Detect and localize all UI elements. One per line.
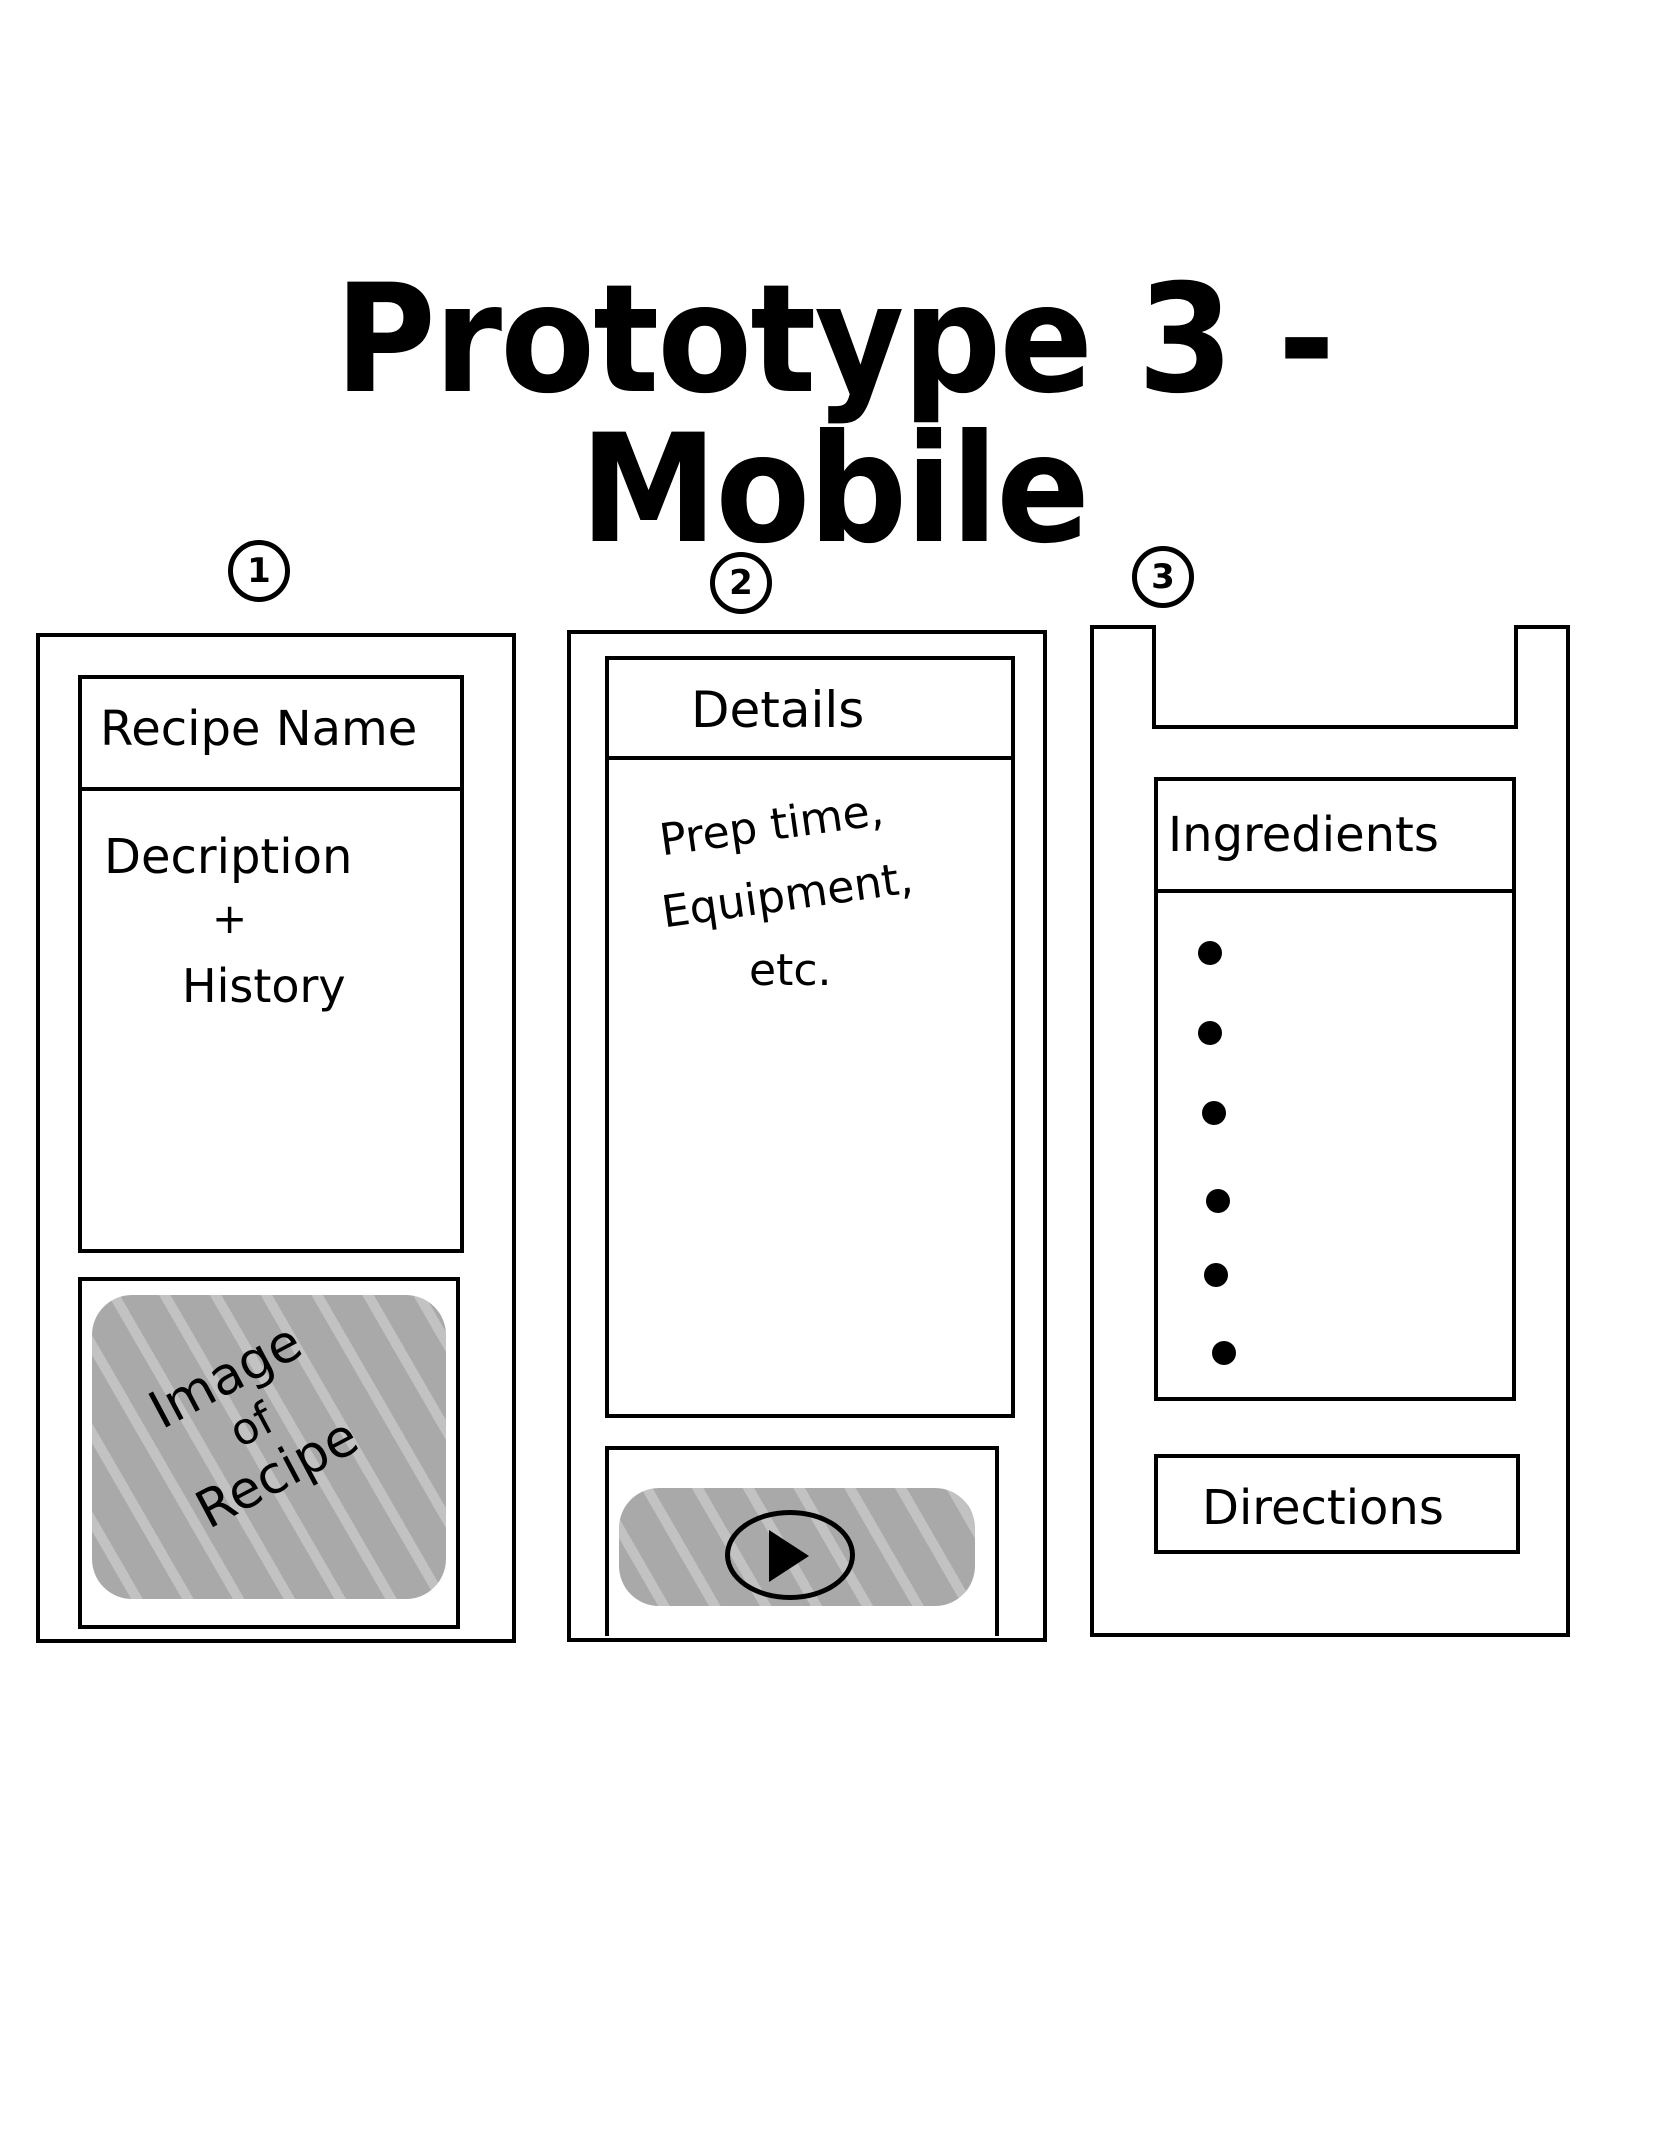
directions-button[interactable]: Directions: [1154, 1454, 1520, 1554]
etc-text: etc.: [749, 945, 832, 996]
recipe-card: Recipe Name Decription + History: [78, 675, 464, 1253]
description-text: Decription: [104, 829, 353, 885]
ingredient-bullet: [1198, 1021, 1222, 1045]
screen-1-number: 1: [228, 540, 290, 602]
details-card: Details Prep time, Equipment, etc.: [605, 656, 1015, 1418]
screen-2-frame: Details Prep time, Equipment, etc.: [567, 630, 1047, 1642]
directions-label: Directions: [1202, 1480, 1444, 1536]
ingredients-card: Ingredients: [1154, 777, 1516, 1401]
ingredient-bullet: [1202, 1101, 1226, 1125]
details-header: Details: [691, 681, 865, 739]
ingredient-bullet: [1204, 1263, 1228, 1287]
header-divider: [609, 756, 1011, 760]
image-scribble: [92, 1295, 446, 1599]
history-text: History: [182, 959, 346, 1013]
screen-2-number: 2: [710, 552, 772, 614]
header-divider: [1158, 889, 1512, 893]
video-placeholder: [605, 1446, 999, 1636]
plus-text: +: [212, 894, 248, 943]
ingredient-bullet: [1206, 1189, 1230, 1213]
page-title: Prototype 3 - Mobile: [334, 253, 1335, 577]
ingredient-bullet: [1198, 941, 1222, 965]
play-icon: [769, 1530, 809, 1582]
header-divider: [82, 787, 460, 791]
play-button[interactable]: [725, 1510, 855, 1600]
screen-1-frame: Recipe Name Decription + History Image o…: [36, 633, 516, 1643]
screen-3-number: 3: [1132, 546, 1194, 608]
equipment-text: Equipment,: [658, 852, 917, 939]
ingredients-header: Ingredients: [1168, 807, 1439, 863]
top-bar: [1152, 625, 1518, 729]
prep-time-text: Prep time,: [656, 784, 887, 867]
screen-3-frame: Ingredients Directions: [1090, 625, 1570, 1637]
recipe-name-header: Recipe Name: [100, 701, 418, 757]
recipe-image-placeholder: Image of Recipe: [78, 1277, 460, 1629]
ingredient-bullet: [1212, 1341, 1236, 1365]
